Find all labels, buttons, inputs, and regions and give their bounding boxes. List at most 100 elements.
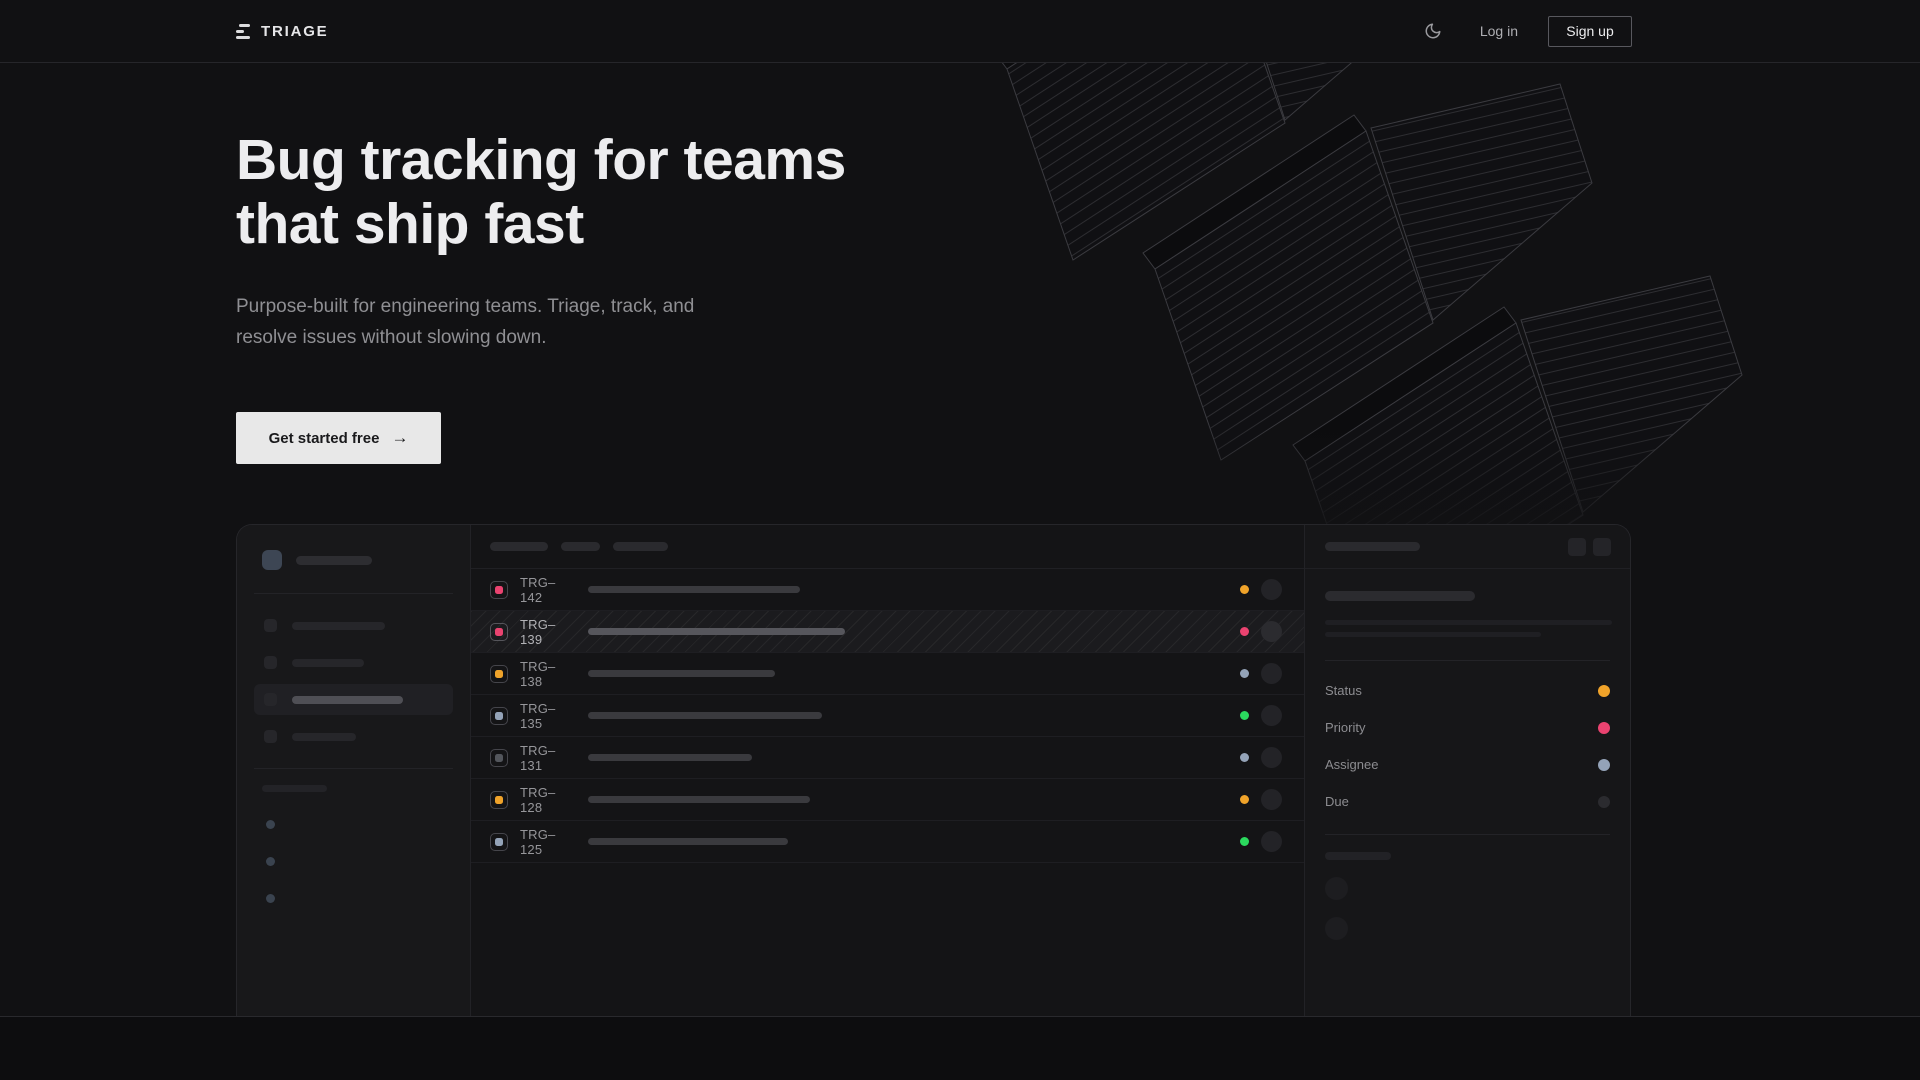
signup-button[interactable]: Sign up [1548, 15, 1632, 47]
issue-title-placeholder [588, 712, 822, 719]
issue-type-dot [495, 837, 503, 846]
status-dot [1240, 585, 1249, 594]
theme-toggle-button[interactable] [1416, 14, 1450, 48]
issue-title-placeholder [588, 796, 810, 803]
field-value-dot [1598, 721, 1610, 734]
toolbar-button-placeholder [1568, 537, 1586, 556]
workspace-avatar [262, 550, 282, 570]
mock-issue-row: TRG–138 [471, 653, 1304, 695]
divider [254, 768, 453, 769]
issue-id: TRG–135 [520, 700, 556, 731]
assignee-avatar [1261, 747, 1282, 768]
issue-type-dot [495, 753, 503, 762]
assignee-avatar [1261, 621, 1282, 642]
moon-icon [1425, 23, 1441, 39]
description-line-placeholder [1325, 620, 1612, 625]
brand[interactable]: TRIAGE [236, 23, 328, 40]
mock-issue-row: TRG–142 [471, 569, 1304, 611]
description-line-placeholder [1325, 632, 1541, 637]
issue-checkbox-icon [490, 832, 508, 851]
status-dot [1240, 669, 1249, 678]
field-value-dot [1598, 758, 1610, 771]
toolbar-pill [1325, 542, 1420, 551]
mock-sidebar-item [254, 721, 453, 752]
issue-checkbox-icon [490, 790, 508, 809]
nav-label-placeholder [292, 621, 385, 630]
section-label-placeholder [262, 785, 327, 792]
nav-label-placeholder [292, 658, 364, 667]
detail-field-row: Status [1325, 672, 1610, 709]
brand-name: TRIAGE [261, 22, 329, 40]
toolbar-pill [490, 542, 548, 551]
assignee-avatar [1261, 705, 1282, 726]
activity-avatar-placeholder [1325, 877, 1348, 900]
field-label: Assignee [1325, 757, 1379, 772]
field-label: Priority [1325, 720, 1366, 735]
issue-title-placeholder [588, 670, 775, 677]
mock-filter-dot [266, 820, 275, 829]
issue-id: TRG–139 [520, 616, 556, 647]
activity-label-placeholder [1325, 852, 1391, 860]
status-dot [1240, 711, 1249, 720]
issue-title-placeholder [588, 628, 845, 635]
mock-list-toolbar [471, 525, 1304, 569]
app-preview-panel: TRG–142 TRG–139 TRG–138 TRG–1 [236, 524, 1631, 1016]
wireframe-decoration [960, 0, 1920, 653]
mock-detail-toolbar [1305, 525, 1630, 569]
top-nav: TRIAGE Log in Sign up [0, 0, 1920, 63]
nav-icon-placeholder [264, 693, 277, 706]
status-dot [1240, 837, 1249, 846]
issue-id: TRG–138 [520, 658, 556, 689]
issue-checkbox-icon [490, 580, 508, 599]
login-link[interactable]: Log in [1479, 23, 1518, 39]
issue-type-dot [495, 585, 503, 594]
hero-section: Bug tracking for teams that ship fast Pu… [236, 128, 846, 464]
divider [254, 593, 453, 594]
issue-id: TRG–125 [520, 826, 556, 857]
field-label: Due [1325, 794, 1349, 809]
issue-type-dot [495, 627, 503, 636]
page-title: Bug tracking for teams that ship fast [236, 128, 846, 256]
issue-checkbox-icon [490, 706, 508, 725]
mock-sidebar [237, 525, 471, 1016]
get-started-button[interactable]: Get started free → [236, 412, 441, 464]
mock-sidebar-item [254, 647, 453, 678]
mock-workspace-switcher [254, 550, 453, 570]
detail-field-row: Due [1325, 783, 1610, 820]
nav-icon-placeholder [264, 656, 277, 669]
activity-avatar-placeholder [1325, 917, 1348, 940]
field-label: Status [1325, 683, 1362, 698]
mock-detail-panel: Status Priority Assignee Due [1304, 525, 1630, 1016]
mock-issue-row: TRG–128 [471, 779, 1304, 821]
mock-sidebar-item [254, 610, 453, 641]
status-dot [1240, 627, 1249, 636]
toolbar-pill [561, 542, 600, 551]
issue-id: TRG–142 [520, 574, 556, 605]
assignee-avatar [1261, 579, 1282, 600]
issue-type-dot [495, 711, 503, 720]
footer-band [0, 1016, 1920, 1080]
nav-icon-placeholder [264, 619, 277, 632]
mock-filter-dot [266, 857, 275, 866]
mock-sidebar-item-active [254, 684, 453, 715]
issue-title-placeholder [1325, 591, 1475, 601]
issue-title-placeholder [588, 754, 752, 761]
issue-checkbox-icon [490, 622, 508, 641]
field-value-dot [1598, 684, 1610, 697]
assignee-avatar [1261, 789, 1282, 810]
mock-filter-dot [266, 894, 275, 903]
workspace-name-placeholder [296, 555, 372, 565]
field-value-dot [1598, 795, 1610, 808]
status-dot [1240, 753, 1249, 762]
issue-title-placeholder [588, 586, 800, 593]
arrow-right-icon: → [391, 428, 409, 447]
assignee-avatar [1261, 831, 1282, 852]
mock-issue-row: TRG–135 [471, 695, 1304, 737]
assignee-avatar [1261, 663, 1282, 684]
mock-issue-row: TRG–125 [471, 821, 1304, 863]
status-dot [1240, 795, 1249, 804]
nav-label-placeholder [292, 732, 356, 741]
issue-id: TRG–131 [520, 742, 556, 773]
nav-icon-placeholder [264, 730, 277, 743]
detail-field-row: Priority [1325, 709, 1610, 746]
